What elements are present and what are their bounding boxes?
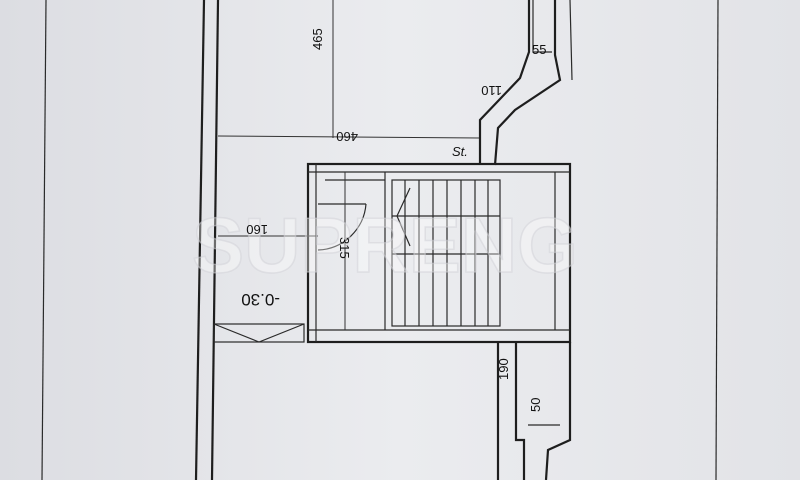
right-wall-outer xyxy=(493,0,562,166)
upper-right-edge xyxy=(569,0,573,81)
label-190: 190 xyxy=(496,358,511,380)
door-swing-arc xyxy=(317,203,367,251)
stair-block xyxy=(306,162,572,344)
dim-line-460 xyxy=(217,135,481,139)
outer-wall-left-a xyxy=(194,0,206,480)
label-st: St. xyxy=(452,144,468,159)
label-110: 110 xyxy=(481,83,502,98)
page-border-left xyxy=(41,0,47,480)
watermark: SUPRENG xyxy=(192,201,578,289)
staircase xyxy=(391,179,501,327)
label-50: 50 xyxy=(528,398,543,412)
lower-wall-b xyxy=(514,342,526,480)
lower-wall-c xyxy=(544,342,572,480)
entry-arrow xyxy=(213,323,305,343)
label-160: 160 xyxy=(246,222,268,237)
label-460: 460 xyxy=(336,129,358,144)
label-315: 315 xyxy=(337,237,352,259)
outer-wall-left-b xyxy=(210,0,220,480)
page-border-right xyxy=(715,0,719,480)
dim-55-tick xyxy=(532,0,552,53)
label-55: 55 xyxy=(532,42,546,57)
label-level: -0.30 xyxy=(241,290,280,309)
label-465: 465 xyxy=(310,28,325,50)
right-wall-inner xyxy=(478,0,531,165)
